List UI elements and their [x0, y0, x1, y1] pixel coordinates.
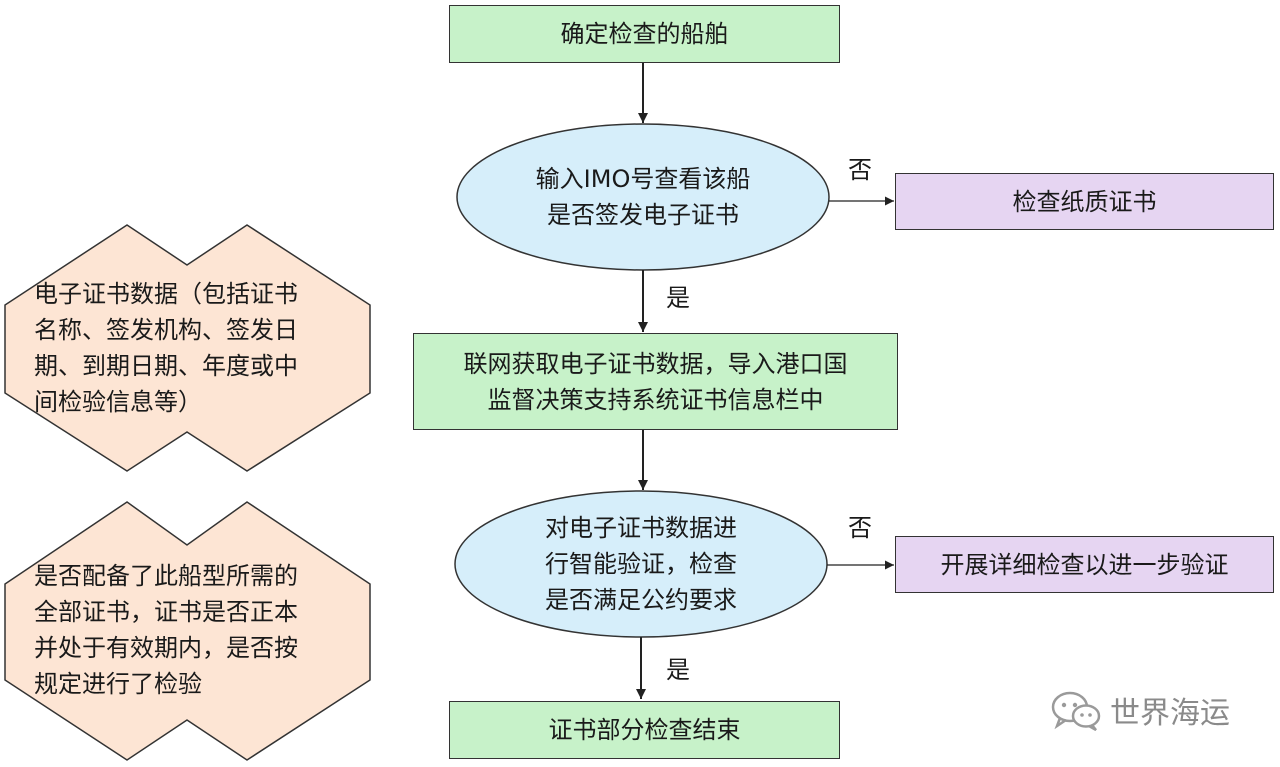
cert-data-line-2: 名称、签发机构、签发日 — [34, 316, 298, 344]
watermark-text: 世界海运 — [1110, 696, 1230, 731]
check-ecert-decision: 输入IMO号查看该船 是否签发电子证书 — [470, 150, 816, 244]
smart-verify-line-2: 行智能验证，检查 — [545, 550, 737, 578]
yes-label-2: 是 — [666, 656, 690, 684]
cert-data-line-1: 电子证书数据（包括证书 — [34, 280, 298, 308]
no-label-2: 否 — [848, 514, 872, 542]
cert-data-note-shape — [4, 224, 371, 472]
smart-verify-decision: 对电子证书数据进 行智能验证，检查 是否满足公约要求 — [470, 508, 812, 620]
watermark: 世界海运 — [1050, 688, 1230, 732]
check-ecert-line-2: 是否签发电子证书 — [547, 201, 739, 229]
end-box: 证书部分检查结束 — [449, 701, 840, 759]
cert-data-line-3: 期、到期日期、年度或中 — [34, 352, 298, 380]
requirements-line-2: 全部证书，证书是否正本 — [34, 598, 298, 626]
cert-data-line-4: 间检验信息等） — [34, 388, 202, 416]
fetch-data-line-2: 监督决策支持系统证书信息栏中 — [487, 385, 824, 414]
check-paper-box: 检查纸质证书 — [895, 173, 1274, 230]
no-label-1: 否 — [848, 156, 872, 184]
detailed-check-box: 开展详细检查以进一步验证 — [895, 536, 1274, 593]
smart-verify-line-1: 对电子证书数据进 — [545, 514, 737, 542]
yes-label-1: 是 — [666, 284, 690, 312]
requirements-note: 是否配备了此船型所需的 全部证书，证书是否正本 并处于有效期内，是否按 规定进行… — [34, 558, 354, 702]
fetch-data-line-1: 联网获取电子证书数据，导入港口国 — [463, 349, 848, 378]
cert-data-note: 电子证书数据（包括证书 名称、签发机构、签发日 期、到期日期、年度或中 间检验信… — [34, 276, 354, 420]
check-ecert-line-1: 输入IMO号查看该船 — [535, 165, 751, 193]
requirements-line-4: 规定进行了检验 — [34, 670, 202, 698]
requirements-line-1: 是否配备了此船型所需的 — [34, 562, 298, 590]
fetch-data-box: 联网获取电子证书数据，导入港口国 监督决策支持系统证书信息栏中 — [413, 333, 898, 430]
requirements-note-shape — [4, 501, 371, 761]
determine-ship-box: 确定检查的船舶 — [449, 5, 840, 63]
requirements-line-3: 并处于有效期内，是否按 — [34, 634, 298, 662]
smart-verify-line-3: 是否满足公约要求 — [545, 586, 737, 614]
wechat-icon — [1051, 691, 1101, 731]
